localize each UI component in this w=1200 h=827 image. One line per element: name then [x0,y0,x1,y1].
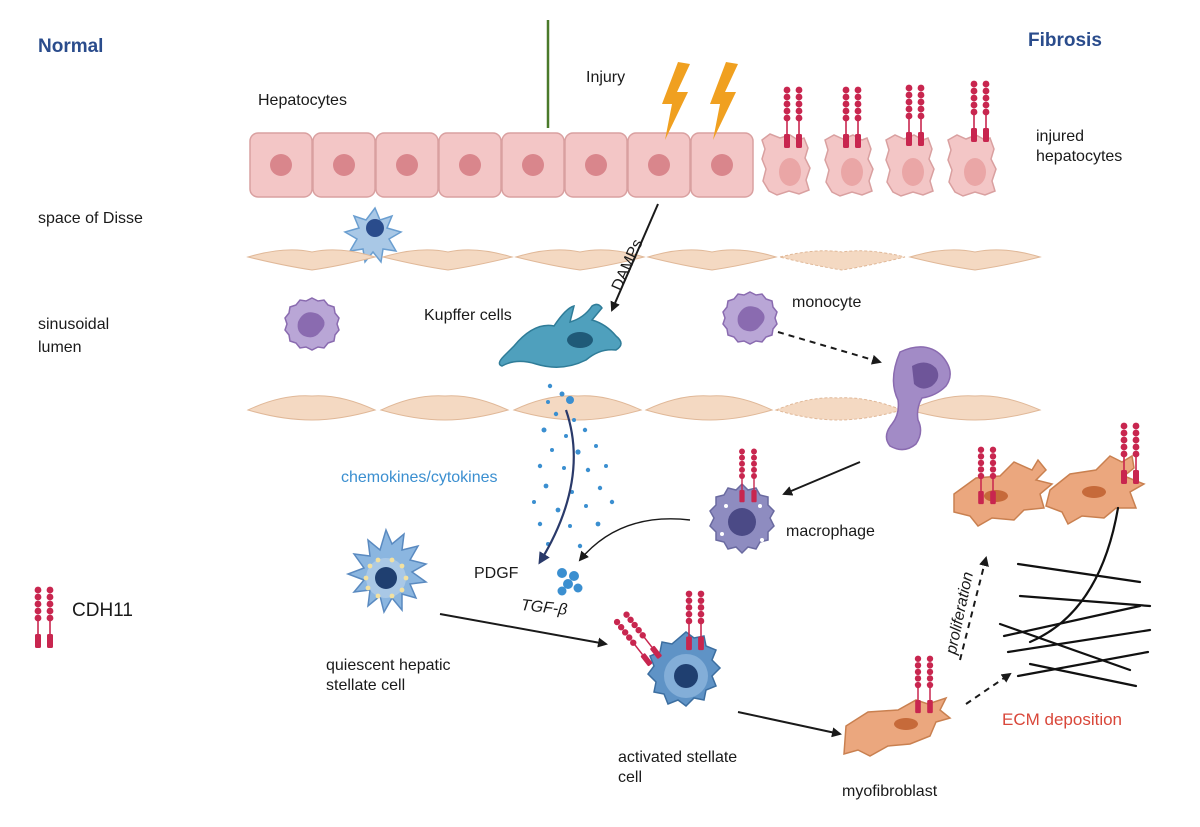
cdh11-marker [794,86,804,149]
cdh11-legend-icon [45,585,55,649]
cdh11-marker [782,86,792,149]
macrophage-recruitment-arrow [782,461,861,496]
cdh11-marker [750,448,758,504]
myofibroblast-cell [1045,454,1146,526]
injured-hepatocyte [885,134,935,197]
cdh11-marker [1119,421,1129,485]
header-fibrosis: Fibrosis [1028,30,1102,51]
cdh11-marker [841,86,851,149]
injured-hepatocyte-row [761,133,997,197]
label-myofibroblast: myofibroblast [842,783,938,800]
transmigrating-monocyte [885,346,951,451]
label-injured-hepatocytes-1: injured [1036,128,1085,145]
monocyte-cell-left [284,297,340,351]
label-space-of-disse: space of Disse [38,210,143,227]
cdh11-marker [914,655,922,714]
label-activated-1: activated stellate [618,749,738,766]
activation-arrow [439,613,608,648]
label-sinusoidal: sinusoidal [38,316,110,333]
myofibroblast-cell [953,458,1054,527]
activated-stellate-cell [647,631,722,707]
hepatocyte [438,132,502,198]
cdh11-marker [977,446,985,505]
quiescent-stellate-cell [345,527,428,614]
endothelial-cell [246,249,377,271]
kupffer-to-pdgf-arrow [538,409,575,565]
endothelial-cell [379,395,510,421]
injured-hepatocyte [761,133,811,196]
ecm-fibers [998,506,1152,688]
hepatocyte [627,132,691,198]
label-monocyte: monocyte [792,294,862,311]
endothelial-cell [908,249,1042,271]
endothelial-cell [246,395,377,421]
label-injury: Injury [586,69,626,86]
myofibroblast-cell [843,696,952,757]
endothelial-cell [774,397,904,421]
monocyte-migration-arrow [777,331,882,365]
hepatocyte [501,132,565,198]
label-kupffer-cells: Kupffer cells [424,307,512,324]
cdh11-marker [684,590,694,651]
endothelial-cell [646,249,778,271]
cdh11-legend-icon [33,585,43,649]
label-quiescent-2: stellate cell [326,677,406,694]
hepatocyte [690,132,754,198]
cdh11-marker [916,84,926,147]
cdh11-marker [696,590,706,651]
kupffer-cell [498,303,622,368]
damps-arrow [610,203,659,312]
monocyte-cell-right [722,291,778,345]
endothelial-cell [644,395,774,421]
endothelial-cell [512,395,643,421]
hepatocyte [312,132,376,198]
label-activated-2: cell [618,769,643,786]
cdh11-marker [1131,421,1141,485]
lightning-icon [662,62,690,140]
label-pdgf: PDGF [474,565,519,582]
injured-hepatocyte [947,134,997,197]
macrophage-to-pdgf-arrow [578,518,691,562]
transdifferentiation-arrow [737,711,842,738]
label-macrophage: macrophage [786,523,875,540]
header-normal: Normal [38,36,104,57]
label-hepatocytes: Hepatocytes [258,92,347,109]
endothelial-cell [908,395,1042,421]
injured-hepatocyte [824,134,874,197]
cdh11-marker [738,448,746,504]
macrophage-cell [709,482,775,555]
endothelial-cell [779,250,906,271]
label-cdh11: CDH11 [72,600,133,621]
dendritic-cell [343,206,403,264]
cdh11-marker [853,86,863,149]
label-injured-hepatocytes-2: hepatocytes [1036,148,1123,165]
cdh11-marker [989,446,997,505]
label-quiescent-1: quiescent hepatic [326,657,451,674]
hepatocyte [564,132,628,198]
cdh11-marker [969,80,979,143]
hepatocyte [375,132,439,198]
label-lumen: lumen [38,339,82,356]
lightning-icon [710,62,738,140]
label-chemokines-cytokines: chemokines/cytokines [341,469,498,486]
hepatocyte [249,132,313,198]
hepatocyte-row [249,132,754,198]
cdh11-marker [904,84,914,147]
endothelial-row-top [246,249,1042,271]
ecm-deposition-arrow [965,672,1012,705]
cdh11-marker [926,655,934,714]
endothelial-cell [381,249,514,271]
growth-factor-dots [557,568,583,596]
endothelial-cell [514,249,646,271]
label-ecm-deposition: ECM deposition [1002,710,1123,729]
cdh11-marker [981,80,991,143]
endothelial-row-bottom [246,395,1042,421]
